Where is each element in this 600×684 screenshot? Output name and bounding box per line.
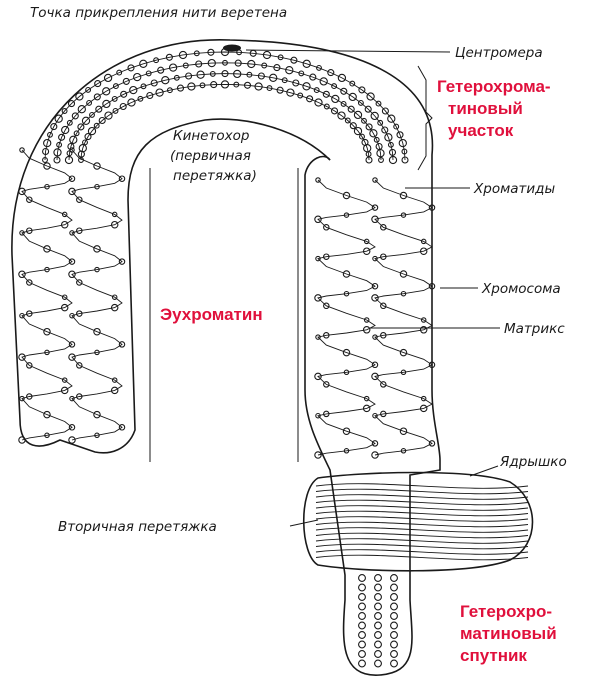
label-satellite-1: Гетерохро- <box>460 602 552 621</box>
label-heterochromatin-region-1: Гетерохрома- <box>437 77 551 96</box>
leader-nucleolus <box>469 465 499 477</box>
label-kinetochore-2: (первичная <box>170 148 251 164</box>
label-kinetochore-1: Кинетохор <box>173 128 249 144</box>
brace-heterochromatin <box>417 65 433 171</box>
chromosome-outline <box>11 39 441 676</box>
label-euchromatin: Эухроматин <box>160 305 263 324</box>
label-kinetochore-3: перетяжка) <box>173 168 257 184</box>
chromatid-strands <box>18 47 436 459</box>
label-nucleolus: Ядрышко <box>499 454 567 470</box>
nucleolus-body <box>303 471 534 572</box>
label-centromere: Центромера <box>455 45 543 61</box>
label-satellite-3: спутник <box>460 646 527 665</box>
label-chromosome: Хромосома <box>481 281 561 297</box>
leader-secondary-constriction <box>289 519 319 527</box>
label-secondary-constriction: Вторичная перетяжка <box>58 519 217 535</box>
label-spindle-point: Точка прикрепления нити веретена <box>30 5 287 21</box>
label-matrix: Матрикс <box>504 321 565 337</box>
label-chromatids: Хроматиды <box>473 181 556 197</box>
satellite-beads <box>358 574 398 668</box>
label-heterochromatin-region-2: тиновый <box>448 99 523 118</box>
label-satellite-2: матиновый <box>460 624 557 643</box>
leader-centromere <box>245 49 451 53</box>
label-heterochromatin-region-3: участок <box>448 121 514 140</box>
